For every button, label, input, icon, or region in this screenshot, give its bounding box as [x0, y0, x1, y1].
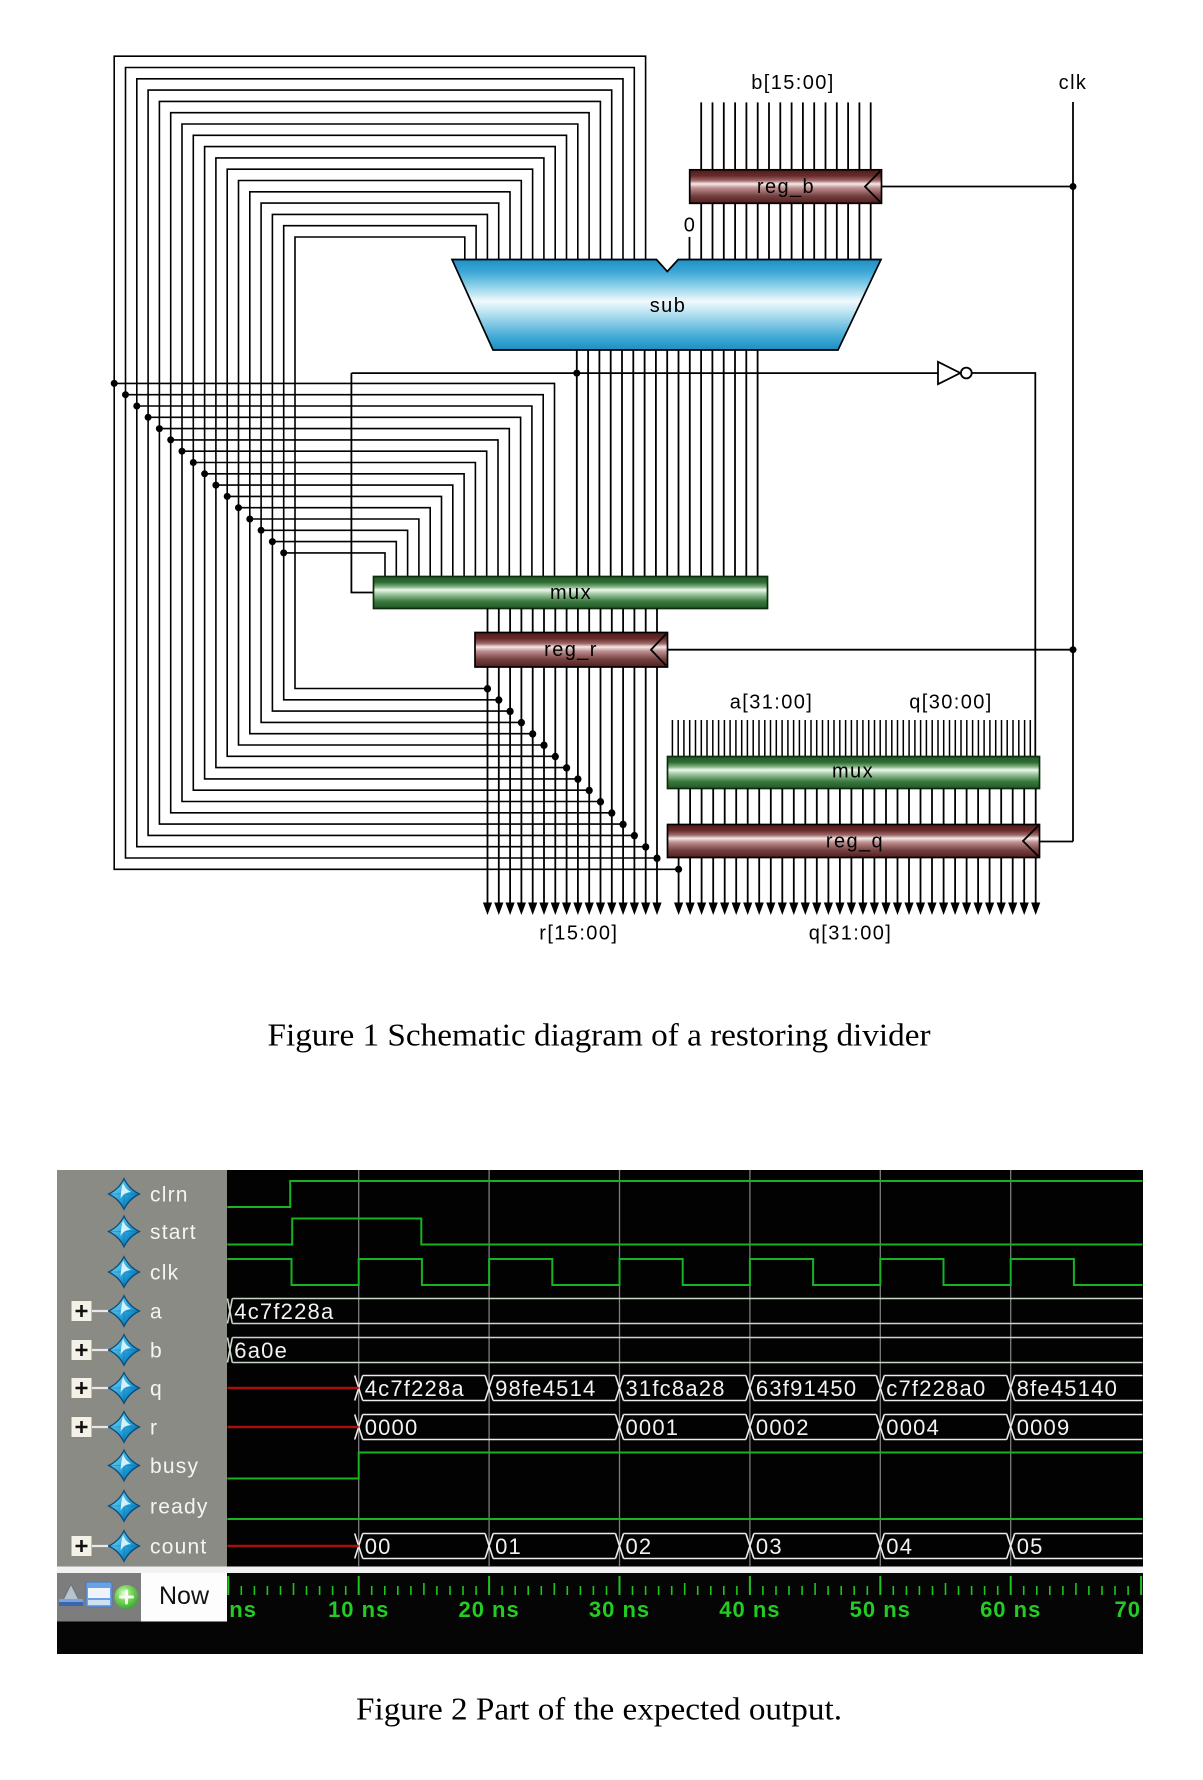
svg-text:b[15:00]: b[15:00]	[751, 72, 835, 94]
svg-text:0001: 0001	[626, 1415, 680, 1440]
svg-text:reg_r: reg_r	[544, 639, 598, 661]
svg-text:ns: ns	[229, 1597, 257, 1622]
svg-text:clk: clk	[1059, 72, 1088, 94]
svg-text:Figure 1 Schematic diagram of: Figure 1 Schematic diagram of a restorin…	[268, 1016, 931, 1052]
svg-text:sub: sub	[650, 295, 686, 317]
svg-text:60 ns: 60 ns	[980, 1597, 1041, 1622]
svg-text:8fe45140: 8fe45140	[1017, 1376, 1118, 1401]
svg-text:Now: Now	[159, 1582, 210, 1610]
svg-text:r[15:00]: r[15:00]	[539, 923, 618, 945]
svg-text:reg_q: reg_q	[826, 831, 884, 853]
svg-text:Figure 2 Part of the expected: Figure 2 Part of the expected output.	[356, 1691, 842, 1727]
svg-text:r: r	[150, 1417, 158, 1440]
svg-text:clrn: clrn	[150, 1184, 189, 1207]
svg-text:0002: 0002	[756, 1415, 810, 1440]
svg-text:04: 04	[886, 1534, 913, 1559]
svg-text:a: a	[150, 1301, 163, 1324]
svg-text:0: 0	[684, 215, 697, 237]
svg-text:mux: mux	[832, 761, 874, 783]
svg-text:20 ns: 20 ns	[458, 1597, 519, 1622]
svg-text:0004: 0004	[886, 1415, 940, 1440]
svg-text:98fe4514: 98fe4514	[495, 1376, 596, 1401]
svg-text:mux: mux	[550, 582, 592, 604]
svg-text:count: count	[150, 1536, 207, 1559]
svg-text:b: b	[150, 1340, 163, 1363]
svg-text:0009: 0009	[1017, 1415, 1071, 1440]
svg-text:50 ns: 50 ns	[850, 1597, 911, 1622]
svg-text:30 ns: 30 ns	[589, 1597, 650, 1622]
svg-text:c7f228a0: c7f228a0	[886, 1376, 986, 1401]
svg-text:q[31:00]: q[31:00]	[809, 923, 893, 945]
svg-text:02: 02	[626, 1534, 653, 1559]
svg-text:03: 03	[756, 1534, 783, 1559]
svg-text:01: 01	[495, 1534, 522, 1559]
svg-text:start: start	[150, 1221, 197, 1244]
svg-text:63f91450: 63f91450	[756, 1376, 857, 1401]
svg-text:q[30:00]: q[30:00]	[909, 692, 993, 714]
svg-text:05: 05	[1017, 1534, 1044, 1559]
svg-text:10 ns: 10 ns	[328, 1597, 389, 1622]
svg-text:70: 70	[1115, 1597, 1141, 1622]
svg-text:00: 00	[365, 1534, 392, 1559]
svg-text:busy: busy	[150, 1455, 199, 1478]
svg-text:reg_b: reg_b	[757, 176, 815, 198]
svg-text:a[31:00]: a[31:00]	[730, 692, 814, 714]
svg-text:0000: 0000	[365, 1415, 419, 1440]
svg-text:6a0e: 6a0e	[234, 1338, 288, 1363]
svg-text:4c7f228a: 4c7f228a	[365, 1376, 465, 1401]
svg-text:4c7f228a: 4c7f228a	[234, 1299, 334, 1324]
svg-text:clk: clk	[150, 1262, 179, 1285]
svg-text:q: q	[150, 1378, 163, 1401]
svg-text:40 ns: 40 ns	[719, 1597, 780, 1622]
svg-text:ready: ready	[150, 1496, 209, 1519]
svg-text:31fc8a28: 31fc8a28	[626, 1376, 726, 1401]
